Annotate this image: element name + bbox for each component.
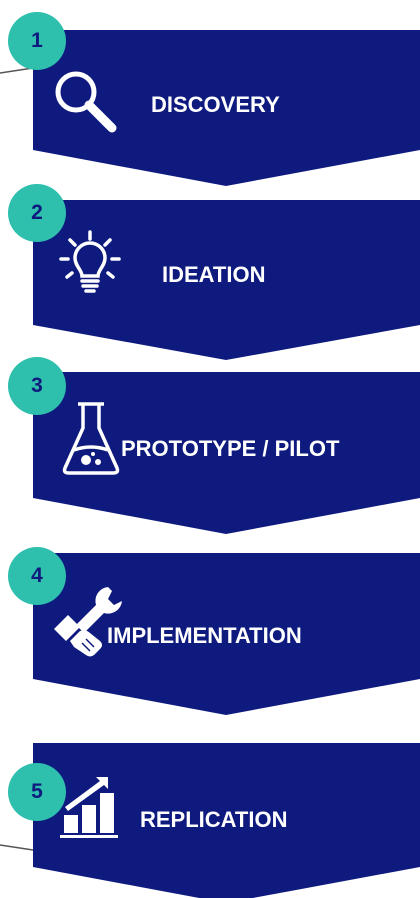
chevron-shape [33, 372, 420, 534]
chevron-shape [33, 30, 420, 186]
growth-chart-icon [60, 777, 118, 838]
lightbulb-icon [59, 230, 121, 293]
step-number-badge: 5 [8, 763, 66, 821]
chevron-shape [33, 200, 420, 360]
step-label: IMPLEMENTATION [107, 623, 302, 648]
magnifier-icon [55, 71, 117, 133]
step-label: DISCOVERY [151, 92, 280, 117]
step-number-badge: 4 [8, 547, 66, 605]
step-number-badge: 3 [8, 357, 66, 415]
step-discovery: 1 DISCOVERY [0, 12, 420, 186]
step-number-badge: 1 [8, 12, 66, 70]
step-ideation: 2 IDEATION [0, 184, 420, 360]
step-number-badge: 2 [8, 184, 66, 242]
chevron-shape [33, 743, 420, 898]
step-replication: 5 REPLICATION [0, 743, 420, 898]
handshake-wrench-icon [54, 587, 122, 657]
step-label: REPLICATION [140, 807, 288, 832]
flask-icon [62, 402, 120, 475]
step-implementation: 4 IMPLEMENTATION [0, 547, 420, 715]
step-label: PROTOTYPE / PILOT [121, 436, 340, 461]
step-label: IDEATION [162, 262, 266, 287]
chevron-shape [33, 553, 420, 715]
step-prototype-pilot: 3 PROTOTYPE / PILOT [0, 357, 420, 534]
